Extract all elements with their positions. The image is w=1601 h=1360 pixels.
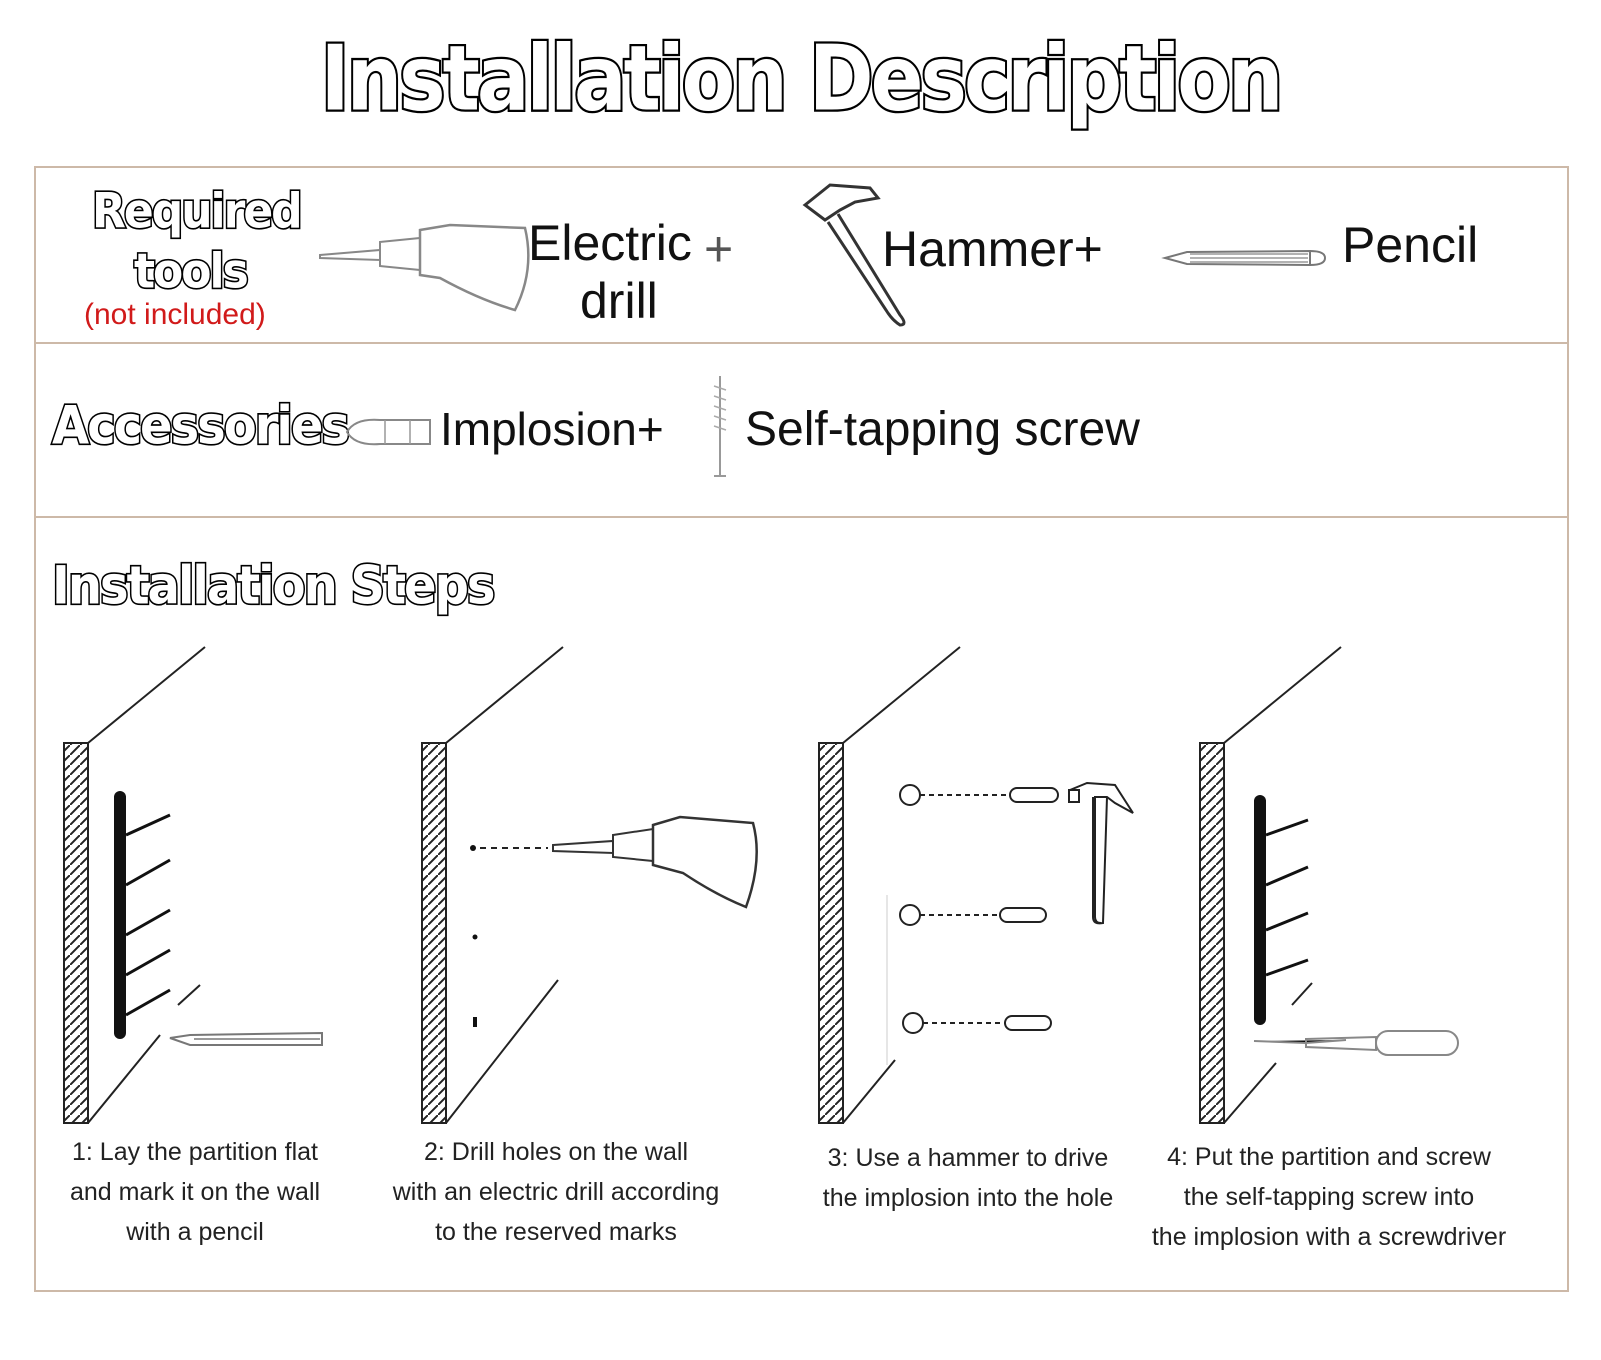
required-tools-panel <box>34 166 1569 344</box>
step-2-line1: 2: Drill holes on the wall <box>423 1138 688 1166</box>
step-4-line1: 4: Put the partition and screw <box>1167 1143 1491 1171</box>
required-tools-heading-line2: tools <box>133 242 251 301</box>
step-1-line1: 1: Lay the partition flat <box>72 1138 318 1166</box>
step-1-line2: and mark it on the wall <box>69 1178 321 1206</box>
required-tools-heading-line1: Required <box>91 182 305 241</box>
installation-steps-heading: Installation Steps <box>51 554 497 619</box>
screw-icon <box>713 376 727 477</box>
pencil-label: Pencil <box>1342 217 1479 273</box>
step3-illustration <box>818 646 1134 1124</box>
step-2-line3: to the reserved marks <box>435 1218 677 1246</box>
electric-drill-label-line1: Electric <box>528 215 692 271</box>
step1-illustration <box>63 646 323 1124</box>
not-included-note: (not included) <box>84 298 266 331</box>
hammer-label: Hammer+ <box>882 221 1103 277</box>
implosion-label: Implosion+ <box>440 403 664 455</box>
accessories-panel <box>34 340 1569 518</box>
electric-drill-label-line2: drill <box>580 273 658 329</box>
step-3-caption: 3: Use a hammer to drive the implosion i… <box>800 1138 1136 1218</box>
pencil-icon <box>1161 249 1327 267</box>
step-2-caption: 2: Drill holes on the wall with an elect… <box>370 1132 742 1252</box>
step-3-line2: the implosion into the hole <box>822 1184 1114 1212</box>
step4-illustration <box>1199 646 1459 1124</box>
step-2-line2: with an electric drill according <box>392 1178 720 1206</box>
hammer-icon <box>802 183 906 327</box>
page-title: Installation Description <box>319 26 1286 134</box>
electric-drill-icon <box>319 223 530 312</box>
step2-illustration <box>421 646 758 1124</box>
step-4-line3: the implosion with a screwdriver <box>1151 1223 1507 1251</box>
step-1-line3: with a pencil <box>126 1218 264 1246</box>
step-1-caption: 1: Lay the partition flat and mark it on… <box>40 1132 350 1252</box>
wall-anchor-icon <box>345 418 431 446</box>
step-3-line1: 3: Use a hammer to drive <box>827 1144 1109 1172</box>
screw-label: Self-tapping screw <box>745 403 1140 456</box>
accessories-heading: Accessories <box>51 394 352 459</box>
step-4-line2: the self-tapping screw into <box>1183 1183 1475 1211</box>
step-4-caption: 4: Put the partition and screw the self-… <box>1136 1137 1522 1257</box>
electric-drill-plus: + <box>704 221 734 277</box>
installation-steps-panel <box>34 516 1569 1292</box>
